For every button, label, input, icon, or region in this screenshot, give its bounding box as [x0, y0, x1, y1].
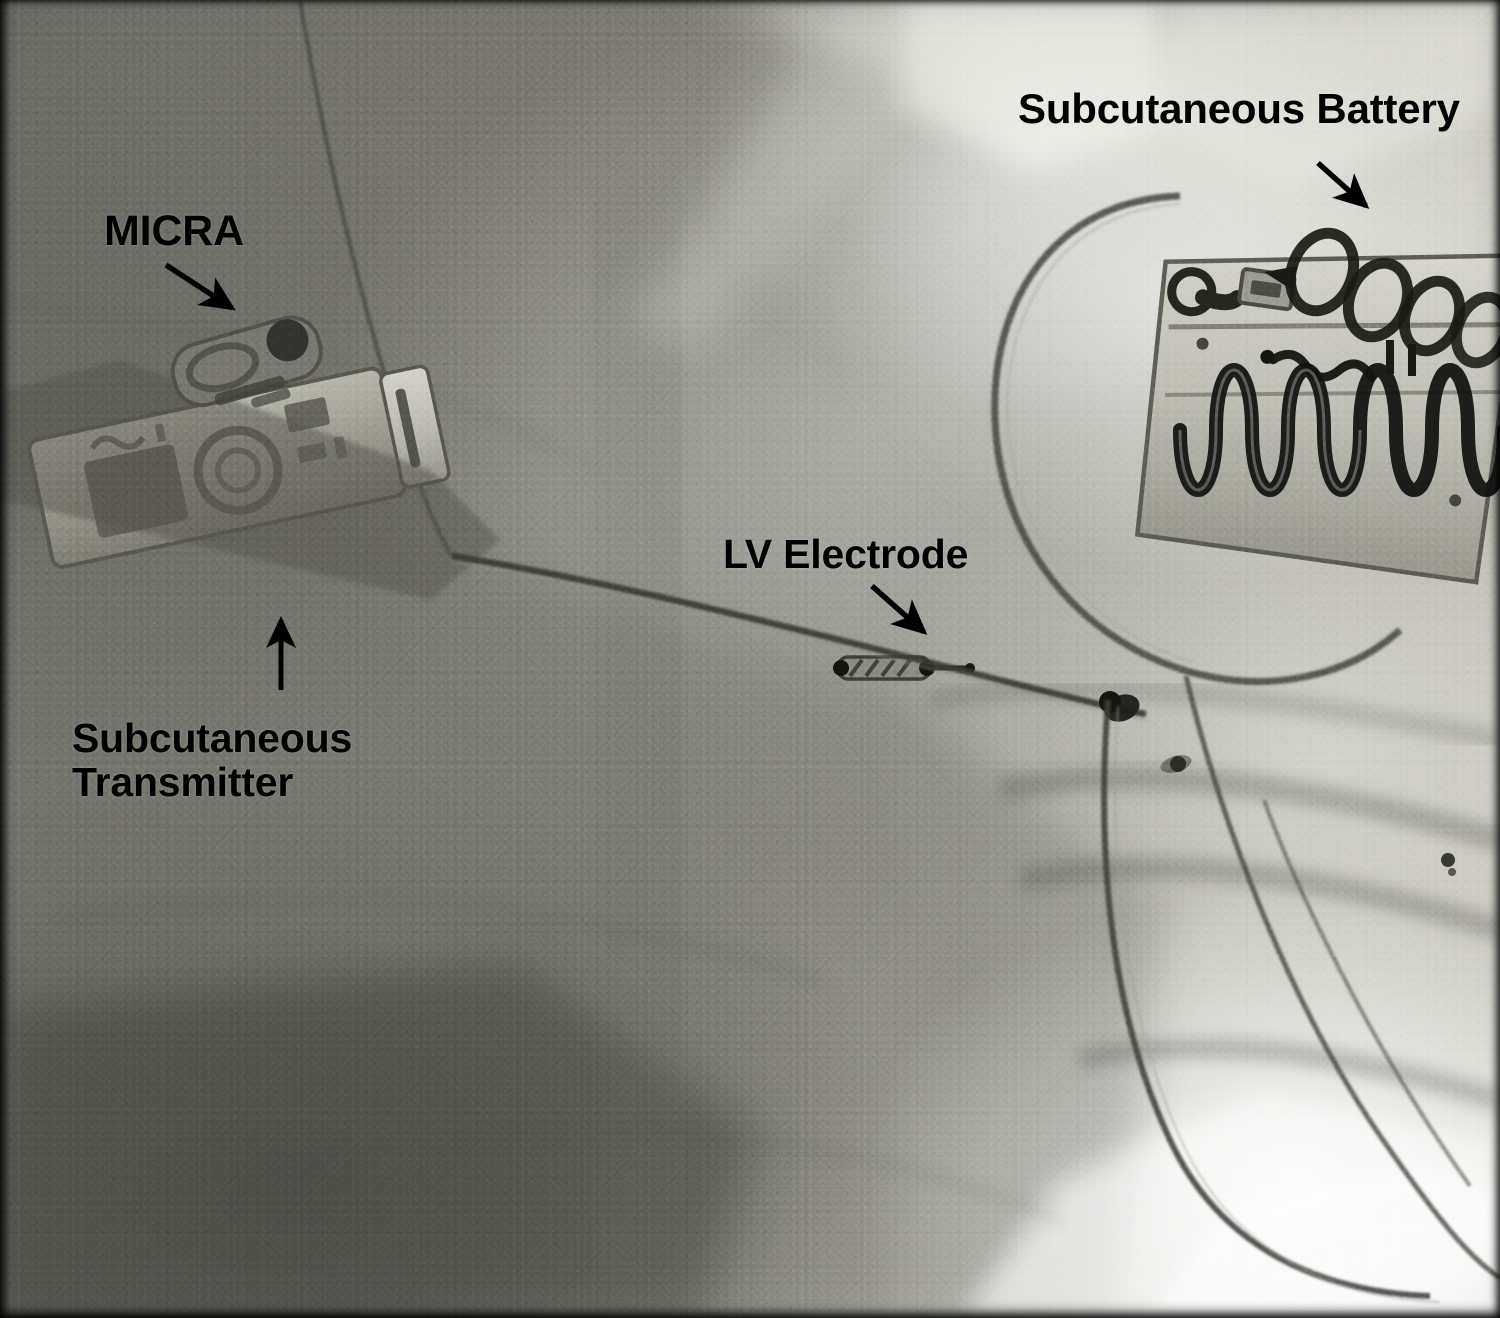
subcutaneous-battery-arrow [1316, 160, 1370, 209]
annotation-label-lv-electrode: LV Electrode [723, 531, 969, 577]
transmitter-label-line-2: Transmitter [72, 759, 294, 806]
battery-ring-cluster [1264, 227, 1500, 376]
annotation-label-subcutaneous-battery: Subcutaneous Battery [1018, 85, 1460, 132]
transmitter-housing [0, 360, 500, 600]
battery-antenna-highlight [1178, 368, 1362, 492]
lead-markers [1160, 755, 1456, 876]
trailing-leads [1101, 675, 1500, 1304]
lead-service-loop [991, 192, 1403, 685]
transmitter-label-line-1: Subcutaneous [72, 715, 353, 761]
lv-electrode-arrow [870, 583, 928, 635]
micra-capsule [170, 315, 323, 408]
annotation-label-micra: MICRA [104, 207, 244, 255]
micra-arrow [164, 262, 236, 311]
battery-antenna-coil [1173, 363, 1500, 497]
